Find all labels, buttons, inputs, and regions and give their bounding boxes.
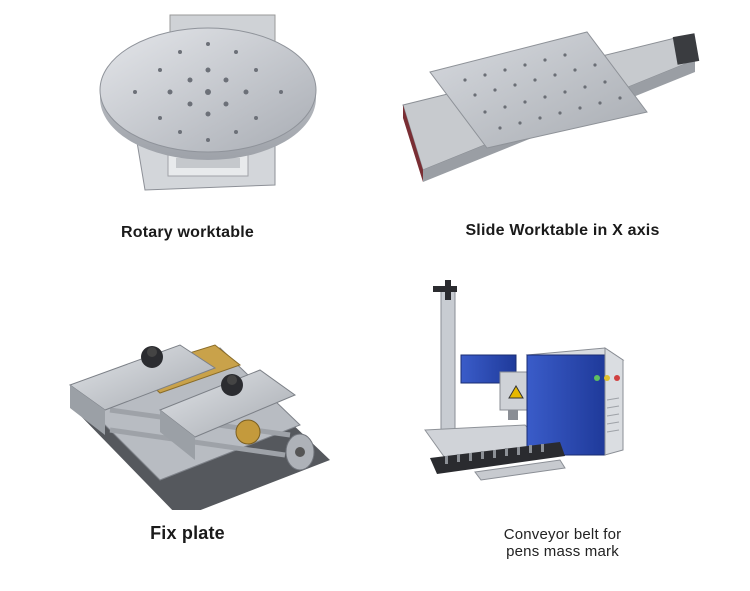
conveyor-belt-caption-line2: pens mass mark xyxy=(506,543,619,560)
fix-plate-caption: Fix plate xyxy=(150,523,225,543)
slide-worktable-caption: Slide Worktable in X axis xyxy=(465,222,660,239)
slide-worktable-image xyxy=(402,31,700,182)
fix-plate-image xyxy=(68,344,330,510)
rotary-worktable-image xyxy=(99,14,317,191)
conveyor-belt-panel: Conveyor belt for pens mass mark xyxy=(375,260,750,560)
fix-plate-panel: Fix plate xyxy=(0,260,375,560)
conveyor-belt-image xyxy=(424,280,625,481)
conveyor-belt-caption-line1: Conveyor belt for xyxy=(503,526,622,543)
rotary-worktable-panel: Rotary worktable xyxy=(0,0,375,260)
slide-worktable-panel: Slide Worktable in X axis xyxy=(375,0,750,260)
rotary-worktable-caption: Rotary worktable xyxy=(120,224,254,241)
